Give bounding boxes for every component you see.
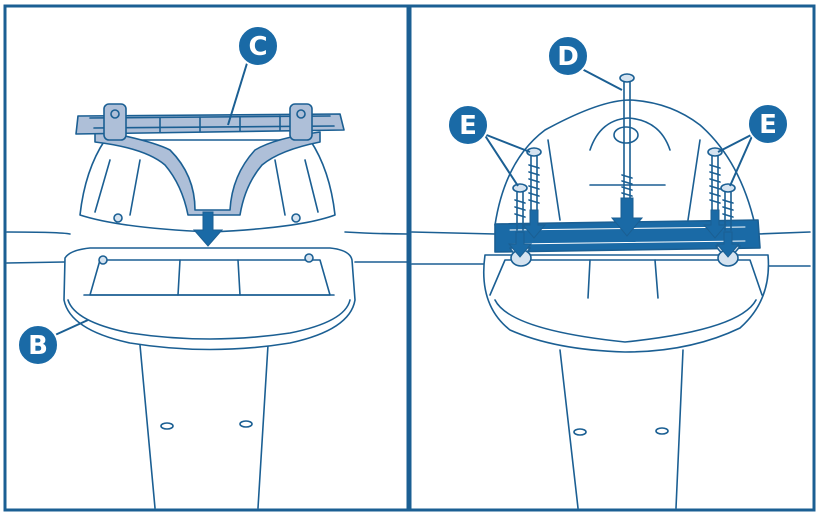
left-panel: C B [3, 4, 410, 512]
pedestal-peg-left [98, 255, 108, 265]
screw-e-right-inner [720, 183, 736, 231]
label-c: C [248, 32, 267, 62]
label-c-badge [237, 25, 279, 67]
pedestal-ribs [177, 259, 241, 296]
label-b-leader [54, 319, 89, 336]
screw-e-right-outer [707, 147, 723, 216]
bracket-c-screwhole-right [296, 109, 306, 119]
bracket-c-screwhole-left [110, 109, 120, 119]
label-e-left-leader [483, 133, 531, 187]
pedestal-top-right [482, 254, 770, 353]
screw-e-left-outer [526, 147, 542, 216]
bolt-d-thread [621, 174, 633, 197]
arrow-screw-right-outer [702, 209, 728, 239]
label-e-right-leader [717, 133, 754, 187]
sink-basin [79, 139, 336, 233]
pedestal-top-right-inner [489, 259, 763, 343]
pedestal-peg-right [304, 253, 314, 263]
pedestal-top [63, 247, 356, 351]
pedestal-column [139, 344, 269, 509]
label-c-leader [227, 59, 249, 126]
arrow-screw-right-inner [715, 231, 741, 258]
bracket-c-bar [75, 113, 345, 135]
sink-bowl-ribs [547, 139, 701, 221]
arrow-screw-left-outer [521, 209, 547, 239]
label-e-left-badge [447, 104, 489, 146]
label-d-badge [547, 35, 589, 77]
bracket-c-tab-right [289, 103, 313, 141]
wall-line-left [6, 231, 408, 235]
wall-line-lower [6, 261, 408, 264]
label-d: D [557, 42, 579, 72]
pedestal-column-right [559, 349, 684, 509]
arrow-down-center [610, 197, 644, 237]
pedestal-hole-right [239, 420, 253, 428]
bolt-d-head [619, 73, 635, 83]
sink-drain-hole [613, 126, 639, 144]
pedestal-hole-left [160, 422, 174, 430]
sink-hole-left [113, 213, 123, 223]
screw-e-left-inner [512, 183, 528, 231]
label-b: B [28, 331, 48, 361]
label-e-left: E [459, 111, 477, 141]
label-e-right: E [759, 110, 777, 140]
pedestal-rim [67, 299, 351, 340]
right-panel: D E E [408, 4, 816, 512]
right-panel-frame [408, 4, 816, 512]
sink-hole-right [291, 213, 301, 223]
arrow-down-left [192, 211, 224, 247]
label-b-badge [17, 324, 59, 366]
pedestal-hole-right-a [573, 428, 587, 436]
arrow-screw-left-inner [507, 231, 533, 258]
label-d-leader [579, 67, 623, 91]
left-panel-frame [3, 4, 410, 512]
wall-line-right [411, 231, 811, 235]
pedestal-hole-right-b [655, 427, 669, 435]
sink-drain-housing [589, 117, 671, 151]
sink-basin-ribs [94, 159, 319, 216]
bracket-c-body [94, 129, 321, 216]
label-e-right-badge [747, 103, 789, 145]
bolt-d-shaft [623, 81, 631, 201]
bracket-c-tab-left [103, 103, 127, 141]
pedestal-top-right-ribs [587, 259, 659, 299]
wall-line-right-lower [411, 263, 811, 267]
